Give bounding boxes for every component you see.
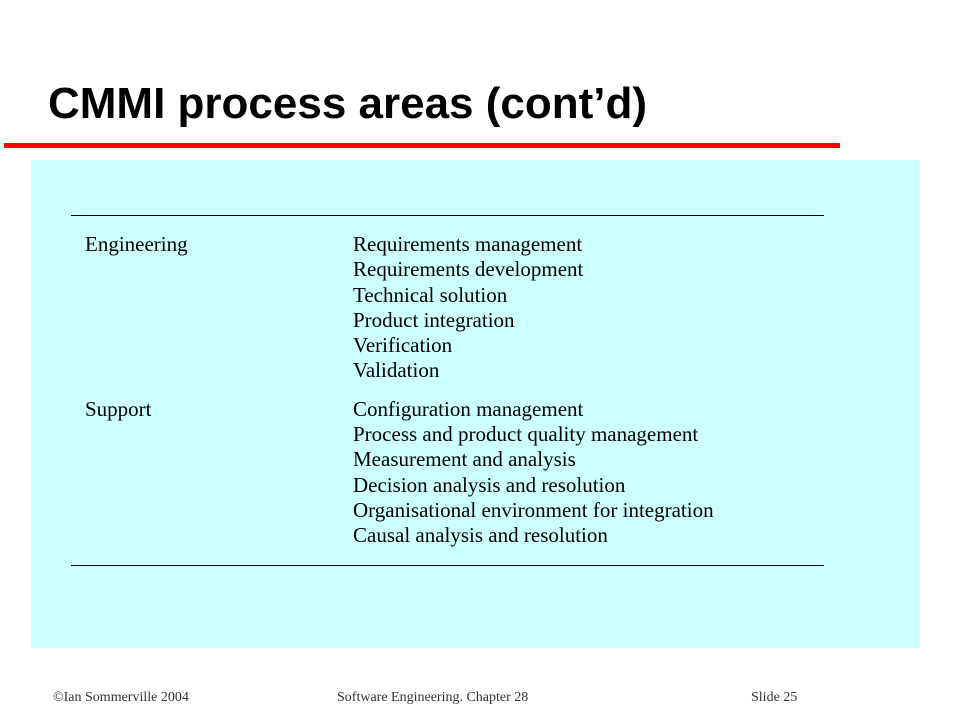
process-area-item: Requirements development xyxy=(353,257,584,282)
category-label: Support xyxy=(85,396,152,421)
process-area-item: Validation xyxy=(353,358,440,383)
title-underline xyxy=(4,143,840,148)
process-area-item: Process and product quality management xyxy=(353,422,699,447)
table-bottom-rule xyxy=(71,565,824,566)
process-area-item: Technical solution xyxy=(353,282,508,307)
footer-copyright: ©Ian Sommerville 2004 xyxy=(53,690,189,705)
category-group-support: Support Configuration management Process… xyxy=(85,397,714,549)
process-area-item: Verification xyxy=(353,333,453,358)
process-area-item: Decision analysis and resolution xyxy=(353,472,626,497)
process-areas-table: Engineering Requirements management Requ… xyxy=(85,232,714,562)
process-areas-panel: Engineering Requirements management Requ… xyxy=(31,160,920,648)
process-area-item: Measurement and analysis xyxy=(353,447,576,472)
process-area-item: Configuration management xyxy=(353,396,584,421)
category-group-engineering: Engineering Requirements management Requ… xyxy=(85,232,714,384)
footer-slide-number: Slide 25 xyxy=(751,690,798,705)
process-area-list: Configuration management Process and pro… xyxy=(353,397,714,549)
table-top-rule xyxy=(71,215,824,216)
category-label: Engineering xyxy=(85,232,188,256)
process-area-item: Causal analysis and resolution xyxy=(353,523,608,548)
process-area-item: Product integration xyxy=(353,307,515,332)
process-area-item: Organisational environment for integrati… xyxy=(353,497,714,522)
process-area-item: Requirements management xyxy=(353,232,583,256)
slide-title: CMMI process areas (cont’d) xyxy=(48,79,648,128)
process-area-list: Requirements management Requirements dev… xyxy=(353,232,583,384)
footer-book-title: Software Engineering. Chapter 28 xyxy=(337,690,529,705)
